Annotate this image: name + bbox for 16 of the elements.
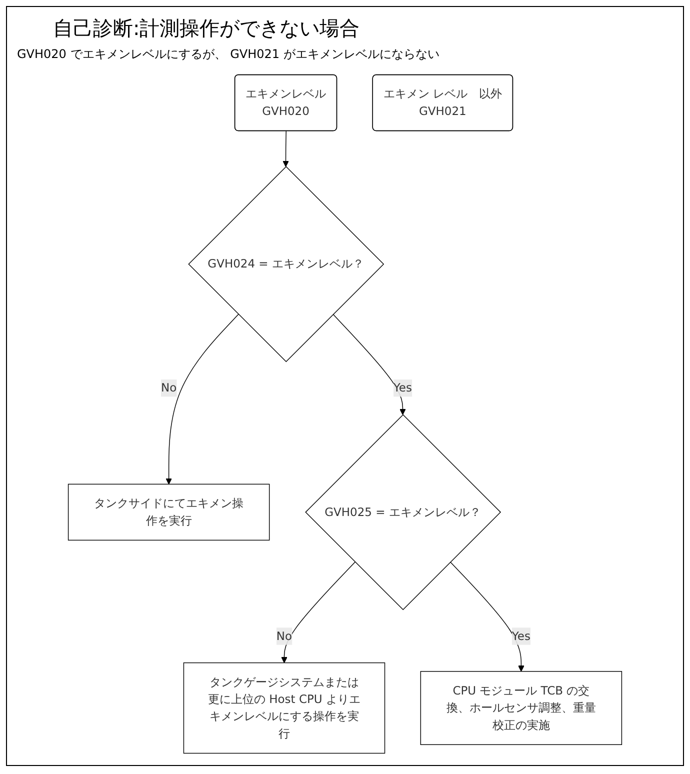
arrow (281, 562, 356, 664)
node-box: タンクサイドにてエキメン操作を実行 (68, 484, 270, 541)
edge-label: Yes (512, 629, 530, 643)
edge-label: No (161, 380, 177, 395)
node-diamond: GVH024 = エキメンレベル？ (188, 166, 384, 362)
arrow (450, 562, 524, 672)
node-box: タンクゲージシステムまたは更に上位の Host CPU よりエキメンレベルにする操作を実行 (183, 662, 386, 754)
edge-label: No (276, 629, 292, 643)
edge-label: Yes (393, 380, 412, 395)
note-text: GVH020 でエキメンレベルにするが、 GVH021 がエキメンレベルにならない (17, 46, 440, 63)
diagram-title: 自己診断:計測操作ができない場合 (53, 15, 361, 42)
node-diamond: GVH025 = エキメンレベル？ (305, 414, 502, 610)
arrow (166, 314, 239, 484)
arrow (282, 130, 289, 167)
arrow (332, 314, 406, 415)
node-box: CPU モジュール TCB の交換、ホールセンサ調整、重量校正の実施 (420, 671, 622, 745)
